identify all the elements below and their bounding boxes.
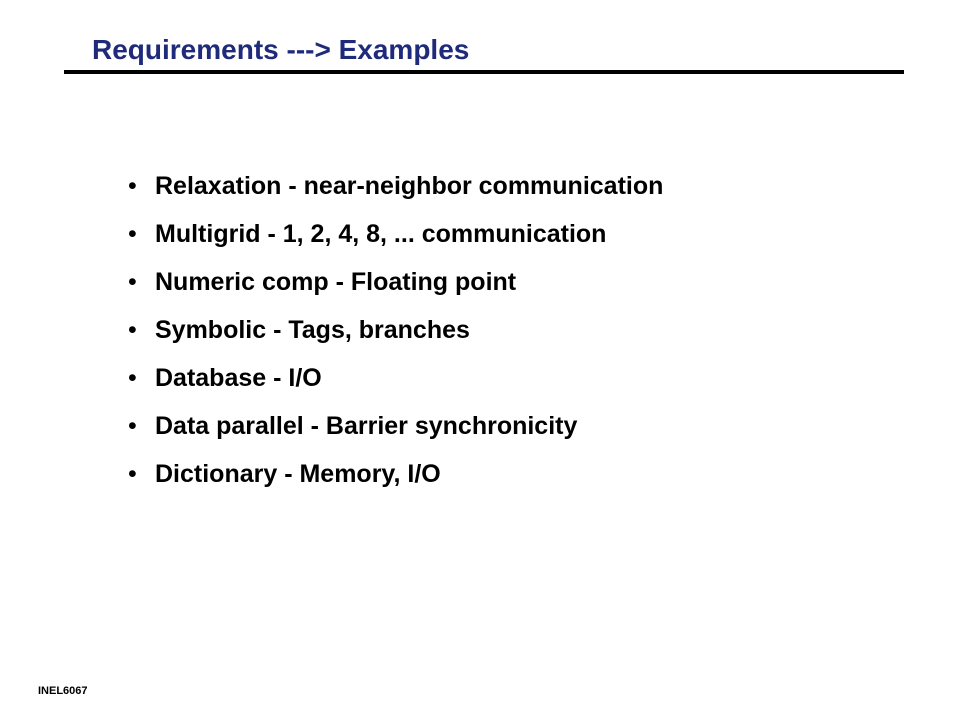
bullet-text: Dictionary - Memory, I/O [155, 460, 441, 488]
bullet-item: • Dictionary - Memory, I/O [128, 450, 663, 498]
bullet-item: • Data parallel - Barrier synchronicity [128, 402, 663, 450]
bullet-text: Relaxation - near-neighbor communication [155, 172, 664, 200]
bullet-icon: • [128, 412, 137, 440]
bullet-list: • Relaxation - near-neighbor communicati… [128, 162, 663, 498]
title-underline [64, 70, 904, 74]
bullet-item: • Multigrid - 1, 2, 4, 8, ... communicat… [128, 210, 663, 258]
bullet-icon: • [128, 316, 137, 344]
bullet-icon: • [128, 172, 137, 200]
bullet-item: • Database - I/O [128, 354, 663, 402]
bullet-text: Multigrid - 1, 2, 4, 8, ... communicatio… [155, 220, 607, 248]
bullet-item: • Numeric comp - Floating point [128, 258, 663, 306]
footer-course-code: INEL6067 [38, 685, 88, 697]
bullet-icon: • [128, 220, 137, 248]
bullet-icon: • [128, 460, 137, 488]
bullet-icon: • [128, 364, 137, 392]
bullet-item: • Relaxation - near-neighbor communicati… [128, 162, 663, 210]
bullet-text: Symbolic - Tags, branches [155, 316, 470, 344]
bullet-text: Data parallel - Barrier synchronicity [155, 412, 578, 440]
bullet-item: • Symbolic - Tags, branches [128, 306, 663, 354]
bullet-text: Numeric comp - Floating point [155, 268, 517, 296]
bullet-text: Database - I/O [155, 364, 322, 392]
slide-title: Requirements ---> Examples [92, 34, 470, 65]
bullet-icon: • [128, 268, 137, 296]
